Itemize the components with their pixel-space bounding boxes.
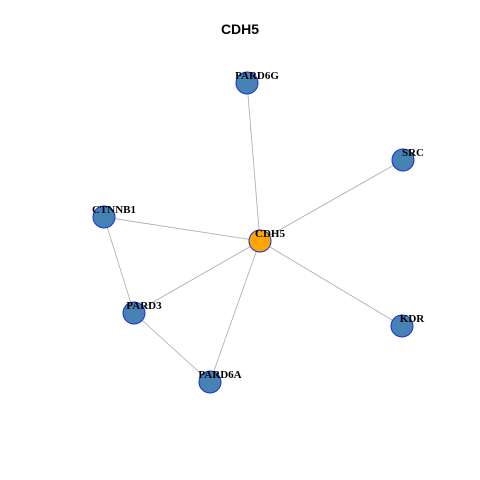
edge-pard3-pard6a [133,312,211,383]
node-label-pard6a: PARD6A [198,369,241,381]
edge-layer [103,82,404,383]
graph-title: CDH5 [220,21,260,37]
node-kdr[interactable] [390,314,414,338]
edge-cdh5-kdr [259,240,403,327]
node-label-cdh5: CDH5 [255,228,285,240]
node-layer [92,71,415,394]
node-cdh5[interactable] [248,229,272,253]
node-ctnnb1[interactable] [92,205,116,229]
edge-cdh5-pard6g [246,82,261,242]
node-src[interactable] [391,148,415,172]
node-label-kdr: KDR [400,313,426,325]
node-label-ctnnb1: CTNNB1 [92,204,136,216]
edge-cdh5-ctnnb1 [103,216,261,242]
edge-cdh5-pard3 [133,240,261,314]
node-pard6g[interactable] [235,71,259,95]
node-pard6a[interactable] [198,370,222,394]
edge-ctnnb1-pard3 [103,216,135,314]
edge-cdh5-src [259,159,404,242]
edge-cdh5-pard6a [209,240,261,383]
node-label-pard3: PARD3 [126,300,162,312]
node-label-pard6g: PARD6G [235,70,279,82]
node-label-src: SRC [402,147,424,159]
node-pard3[interactable] [122,301,146,325]
